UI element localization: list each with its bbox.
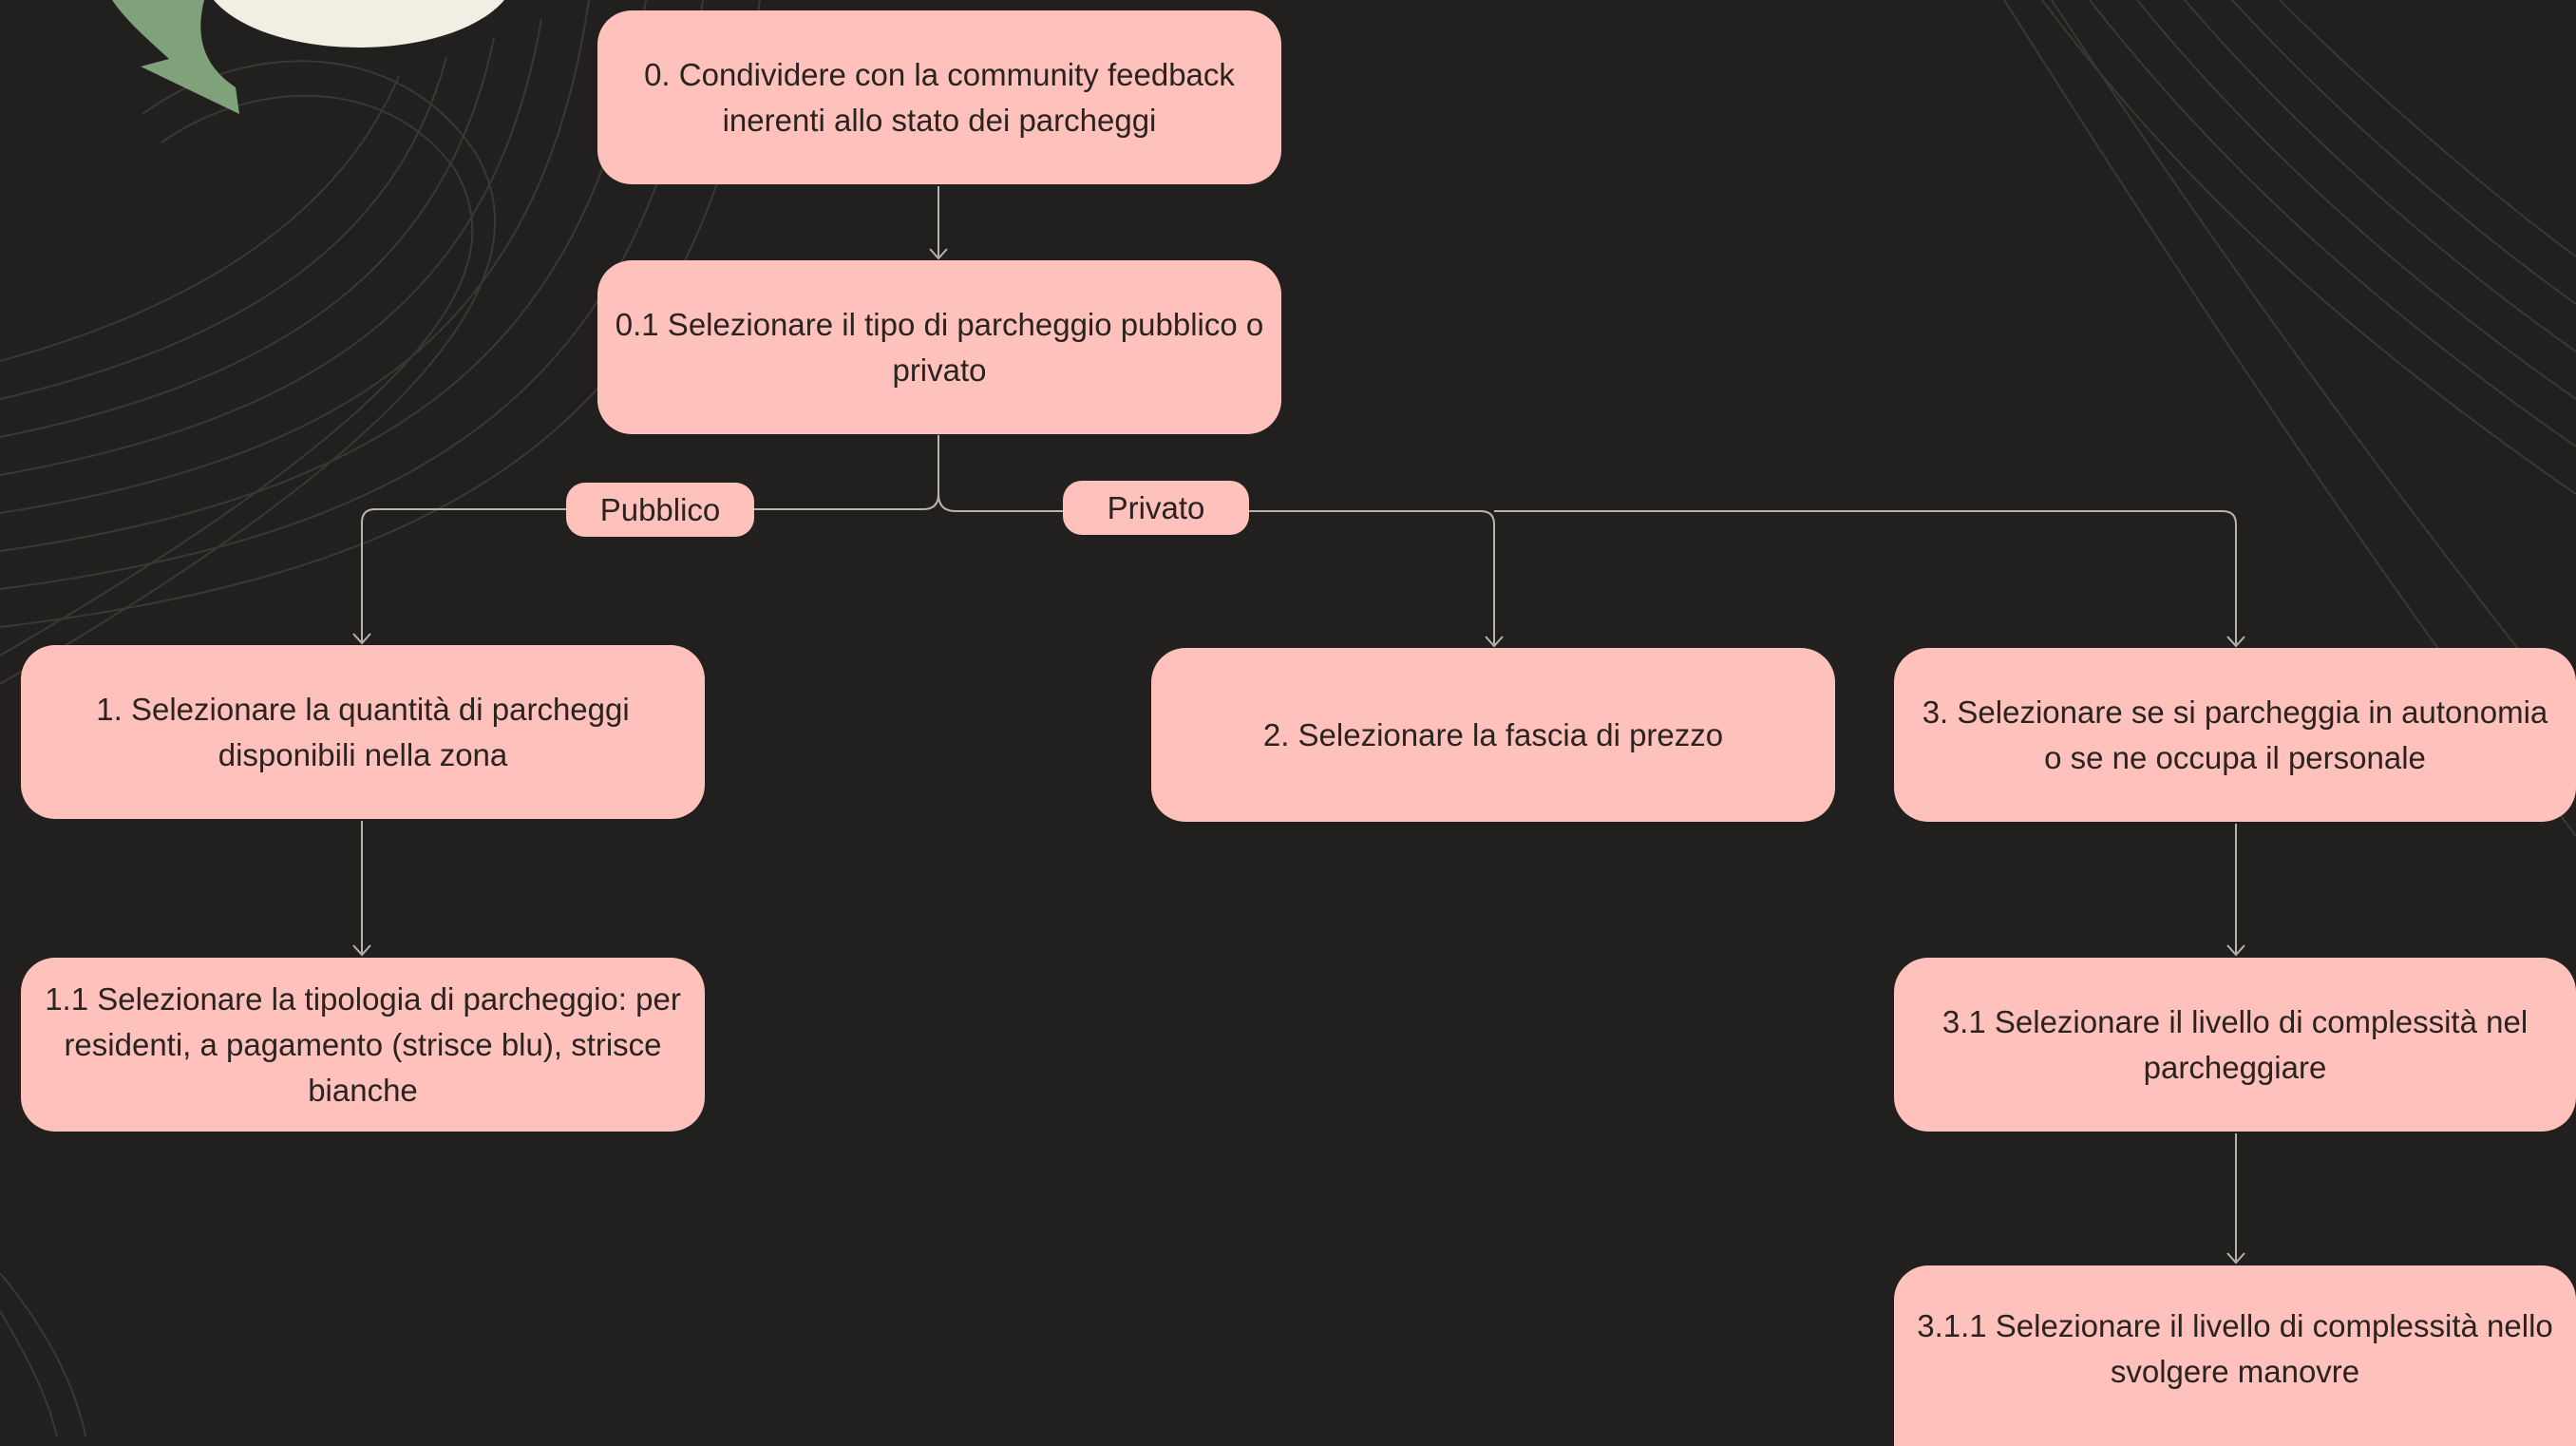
step-3-1-node: 3.1 Selezionare il livello di complessit…: [1894, 958, 2576, 1132]
step-0-label: 0. Condividere con la community feedback…: [644, 56, 1235, 138]
step-2-label: 2. Selezionare la fascia di prezzo: [1262, 716, 1724, 752]
step-3-node: 3. Selezionare se si parcheggia in auton…: [1894, 648, 2576, 822]
step-1-label: 1. Selezionare la quantità di parcheggi …: [96, 691, 630, 772]
branch-privato-text: Privato: [1107, 489, 1205, 525]
step-3-1-1-node: 3.1.1 Selezionare il livello di compless…: [1894, 1265, 2576, 1446]
connector-privato: [938, 493, 1495, 644]
step-0-1-node: 0.1 Selezionare il tipo di parcheggio pu…: [597, 260, 1281, 434]
step-3-label: 3. Selezionare se si parcheggia in auton…: [1922, 694, 2548, 775]
branch-label-pubblico: Pubblico: [566, 483, 754, 537]
step-0-node: 0. Condividere con la community feedback…: [597, 10, 1281, 184]
arrowheads: [352, 248, 2245, 1265]
cream-circle: [214, 0, 504, 48]
branch-pubblico-text: Pubblico: [599, 491, 721, 527]
step-3-1-label: 3.1 Selezionare il livello di complessit…: [1941, 1003, 2529, 1085]
step-1-1-node: 1.1 Selezionare la tipologia di parchegg…: [21, 958, 705, 1132]
step-1-node: 1. Selezionare la quantità di parcheggi …: [21, 645, 705, 819]
green-curved-arrow-icon: [112, 0, 239, 114]
step-1-1-label: 1.1 Selezionare la tipologia di parchegg…: [45, 980, 681, 1108]
step-3-1-1-label: 3.1.1 Selezionare il livello di compless…: [1917, 1308, 2553, 1389]
step-2-node: 2. Selezionare la fascia di prezzo: [1151, 648, 1835, 822]
branch-label-privato: Privato: [1063, 481, 1249, 535]
connector-pubblico: [361, 508, 923, 641]
step-0-1-label: 0.1 Selezionare il tipo di parcheggio pu…: [615, 306, 1264, 388]
connector-01-stem: [922, 435, 939, 510]
connector-privato-3: [1494, 510, 2237, 644]
